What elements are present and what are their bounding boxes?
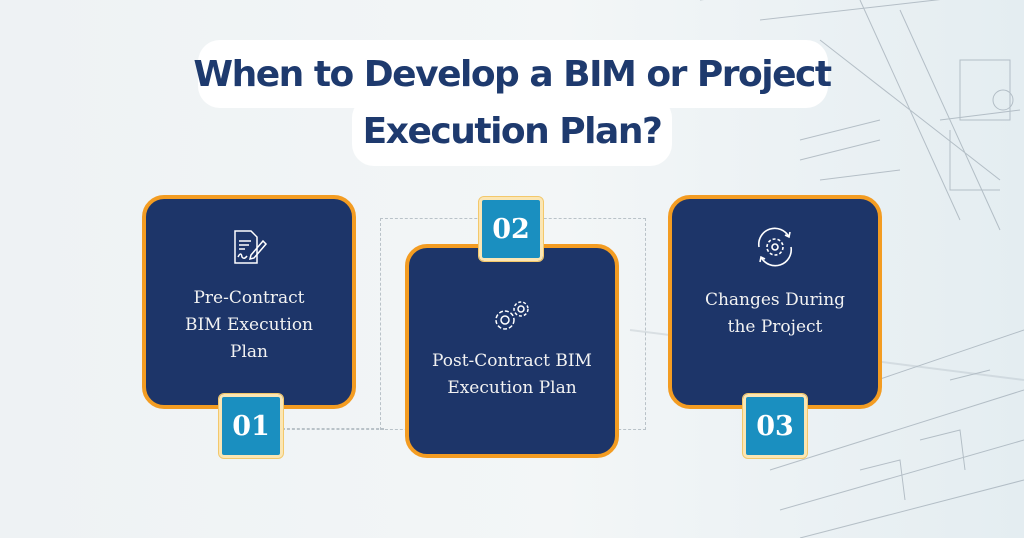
- page-title-line1: When to Develop a BIM or Project: [193, 54, 832, 95]
- title-background-2: [352, 96, 672, 166]
- step-number-badge: 02: [478, 196, 544, 262]
- gears-icon: [495, 301, 529, 330]
- step-card-3: Changes During the Project: [668, 195, 882, 409]
- step-label: Pre-Contract BIM Execution Plan: [185, 288, 313, 362]
- step-card-1: Pre-Contract BIM Execution Plan: [142, 195, 356, 409]
- signed-document-icon: [234, 230, 268, 264]
- step-card-2: Post-Contract BIM Execution Plan: [405, 244, 619, 458]
- gear-cycle-icon: [757, 227, 793, 267]
- step-number-badge: 03: [742, 393, 808, 459]
- step-label: Changes During the Project: [704, 290, 846, 337]
- page-title-line2: Execution Plan?: [362, 111, 663, 152]
- connector-line-2: [282, 428, 384, 430]
- step-label: Post-Contract BIM Execution Plan: [432, 351, 592, 398]
- step-number-badge: 01: [218, 393, 284, 459]
